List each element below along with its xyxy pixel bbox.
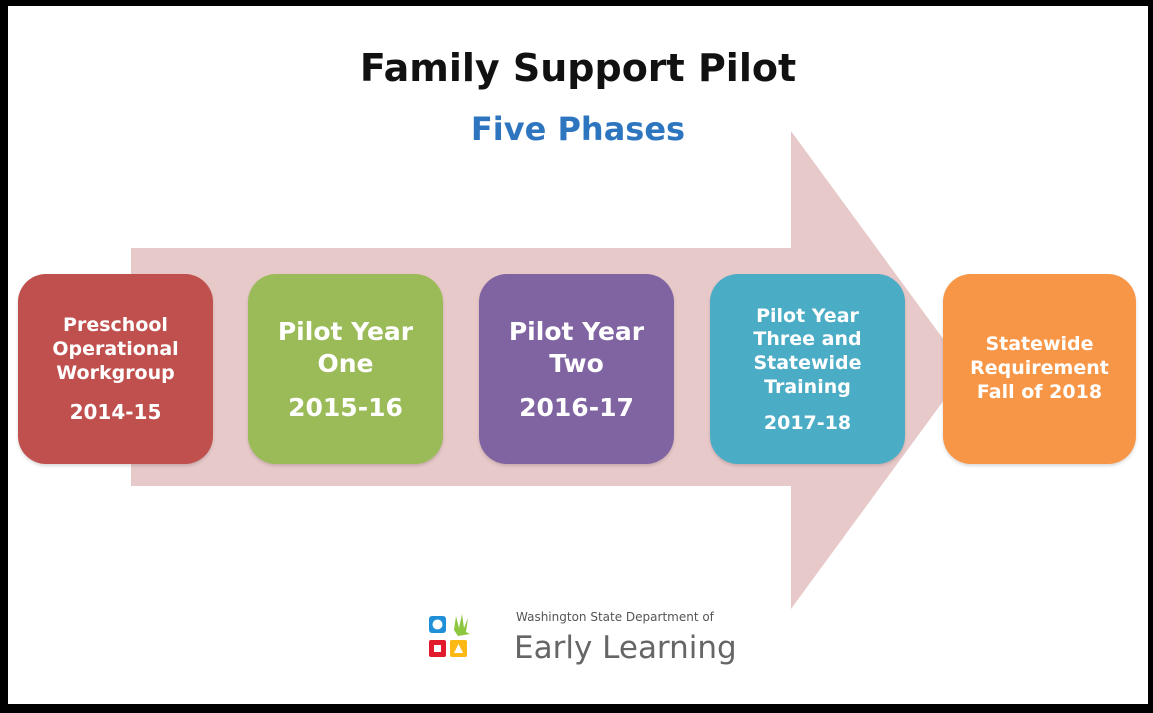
- phase-label: Preschool Operational Workgroup: [52, 314, 179, 384]
- logo-icon: [429, 614, 470, 657]
- logo-line1: Washington State Department of: [516, 610, 714, 624]
- phase-label: Pilot Year One: [277, 317, 414, 378]
- diagram-frame: Family Support Pilot Five Phases Prescho…: [8, 6, 1148, 704]
- phase-pilot-year-three: Pilot Year Three and Statewide Training …: [710, 274, 905, 464]
- phase-label: Pilot Year Three and Statewide Training: [753, 304, 862, 398]
- diagram-subtitle: Five Phases: [470, 110, 686, 148]
- del-logo: Washington State Department of Early Lea…: [428, 606, 788, 666]
- logo-line2: Early Learning: [514, 630, 737, 666]
- phase-pilot-year-two: Pilot Year Two 2016-17: [479, 274, 674, 464]
- phase-year: 2017-18: [763, 411, 852, 434]
- phase-pilot-year-one: Pilot Year One 2015-16: [248, 274, 443, 464]
- diagram-title: Family Support Pilot: [359, 46, 797, 90]
- phase-year: 2014-15: [69, 399, 162, 424]
- phase-preschool-workgroup: Preschool Operational Workgroup 2014-15: [18, 274, 213, 464]
- phase-year: 2016-17: [519, 392, 634, 422]
- phase-label: Statewide Requirement Fall of 2018: [970, 333, 1109, 403]
- phase-year: 2015-16: [288, 392, 403, 422]
- phase-statewide-requirement: Statewide Requirement Fall of 2018: [943, 274, 1136, 464]
- phase-label: Pilot Year Two: [508, 317, 645, 378]
